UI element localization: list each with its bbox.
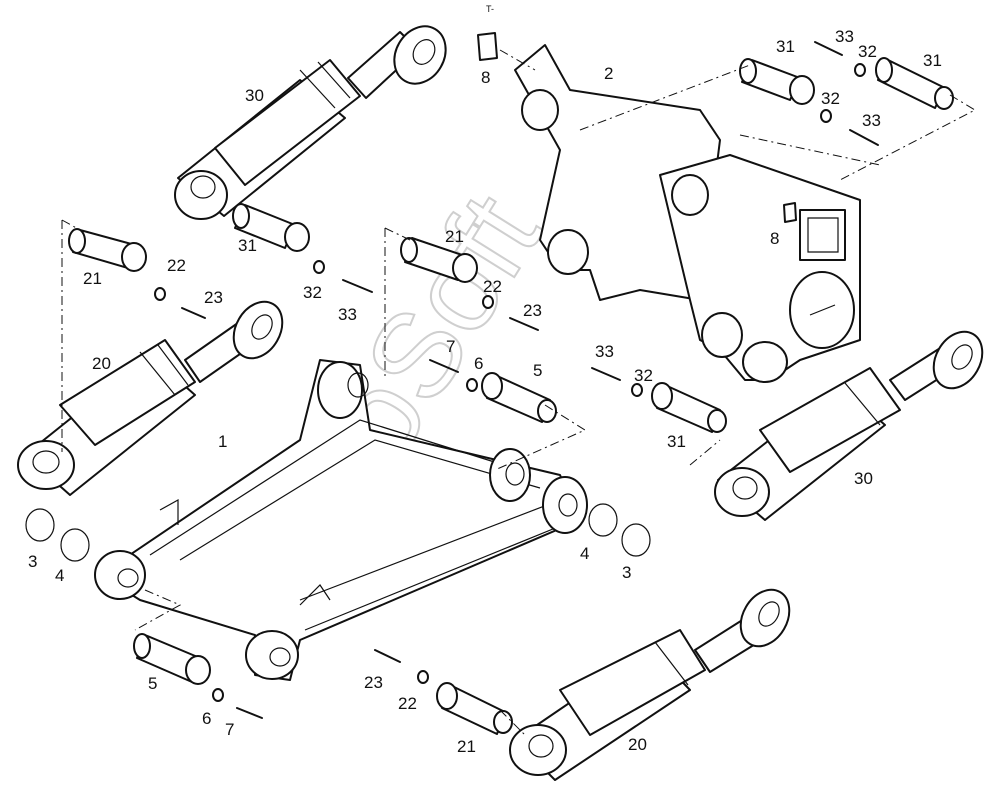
pin-5-mid [481, 372, 557, 423]
mounting-bracket-2 [514, 44, 861, 383]
label-32-top-mid: 32 [821, 89, 840, 108]
pin-21-left [68, 228, 147, 272]
pin-21-mid [400, 237, 478, 283]
label-33-top-mid: 33 [862, 111, 881, 130]
label-5-bottom: 5 [148, 674, 157, 693]
label-21-mid: 21 [445, 227, 464, 246]
label-4-left: 4 [55, 566, 64, 585]
label-1: 1 [218, 432, 227, 451]
cylinder-20-bottom [509, 588, 791, 781]
header-mark: T- [486, 4, 494, 14]
pin-31-mid [232, 203, 310, 252]
cylinder-30-top-left [174, 25, 447, 220]
pin-31-far-right [875, 57, 954, 110]
part-labels: 1 2 3 3 4 4 5 5 6 6 7 7 8 8 20 20 21 21 … [28, 27, 942, 756]
label-3-right: 3 [622, 563, 631, 582]
assembly-lines [61, 49, 977, 736]
label-4-right: 4 [580, 544, 589, 563]
label-33-mid: 33 [338, 305, 357, 324]
label-22-bottom: 22 [398, 694, 417, 713]
pin-31-right-mid [651, 382, 727, 433]
label-33-top: 33 [835, 27, 854, 46]
label-31-right-mid: 31 [667, 432, 686, 451]
cylinder-30-right [714, 330, 984, 521]
label-8-right: 8 [770, 229, 779, 248]
lift-arm-frame-1 [94, 359, 588, 681]
label-3-left: 3 [28, 552, 37, 571]
label-5-mid: 5 [533, 361, 542, 380]
label-23-bottom: 23 [364, 673, 383, 692]
label-6-bottom: 6 [202, 709, 211, 728]
pin-31-top-right [739, 58, 815, 105]
label-21-left: 21 [83, 269, 102, 288]
label-31-mid: 31 [238, 236, 257, 255]
label-31-top: 31 [776, 37, 795, 56]
label-33-right-mid: 33 [595, 342, 614, 361]
label-21-bottom: 21 [457, 737, 476, 756]
label-22-left: 22 [167, 256, 186, 275]
label-22-mid: 22 [483, 277, 502, 296]
label-32-mid: 32 [303, 283, 322, 302]
pin-21-bottom [436, 682, 513, 735]
snap-rings [25, 503, 651, 562]
label-8-left: 8 [481, 68, 490, 87]
label-7-mid: 7 [446, 337, 455, 356]
pin-5-bottom [133, 633, 211, 685]
label-32-right-mid: 32 [634, 366, 653, 385]
label-7-bottom: 7 [225, 720, 234, 739]
cylinder-20-left [17, 300, 284, 496]
label-30-right: 30 [854, 469, 873, 488]
label-31-far-right: 31 [923, 51, 942, 70]
label-23-mid: 23 [523, 301, 542, 320]
label-6-mid: 6 [474, 354, 483, 373]
label-20-left: 20 [92, 354, 111, 373]
label-23-left: 23 [204, 288, 223, 307]
label-30-top: 30 [245, 86, 264, 105]
fasteners [154, 32, 879, 719]
label-2: 2 [604, 64, 613, 83]
label-32-top: 32 [858, 42, 877, 61]
label-20-bottom: 20 [628, 735, 647, 754]
